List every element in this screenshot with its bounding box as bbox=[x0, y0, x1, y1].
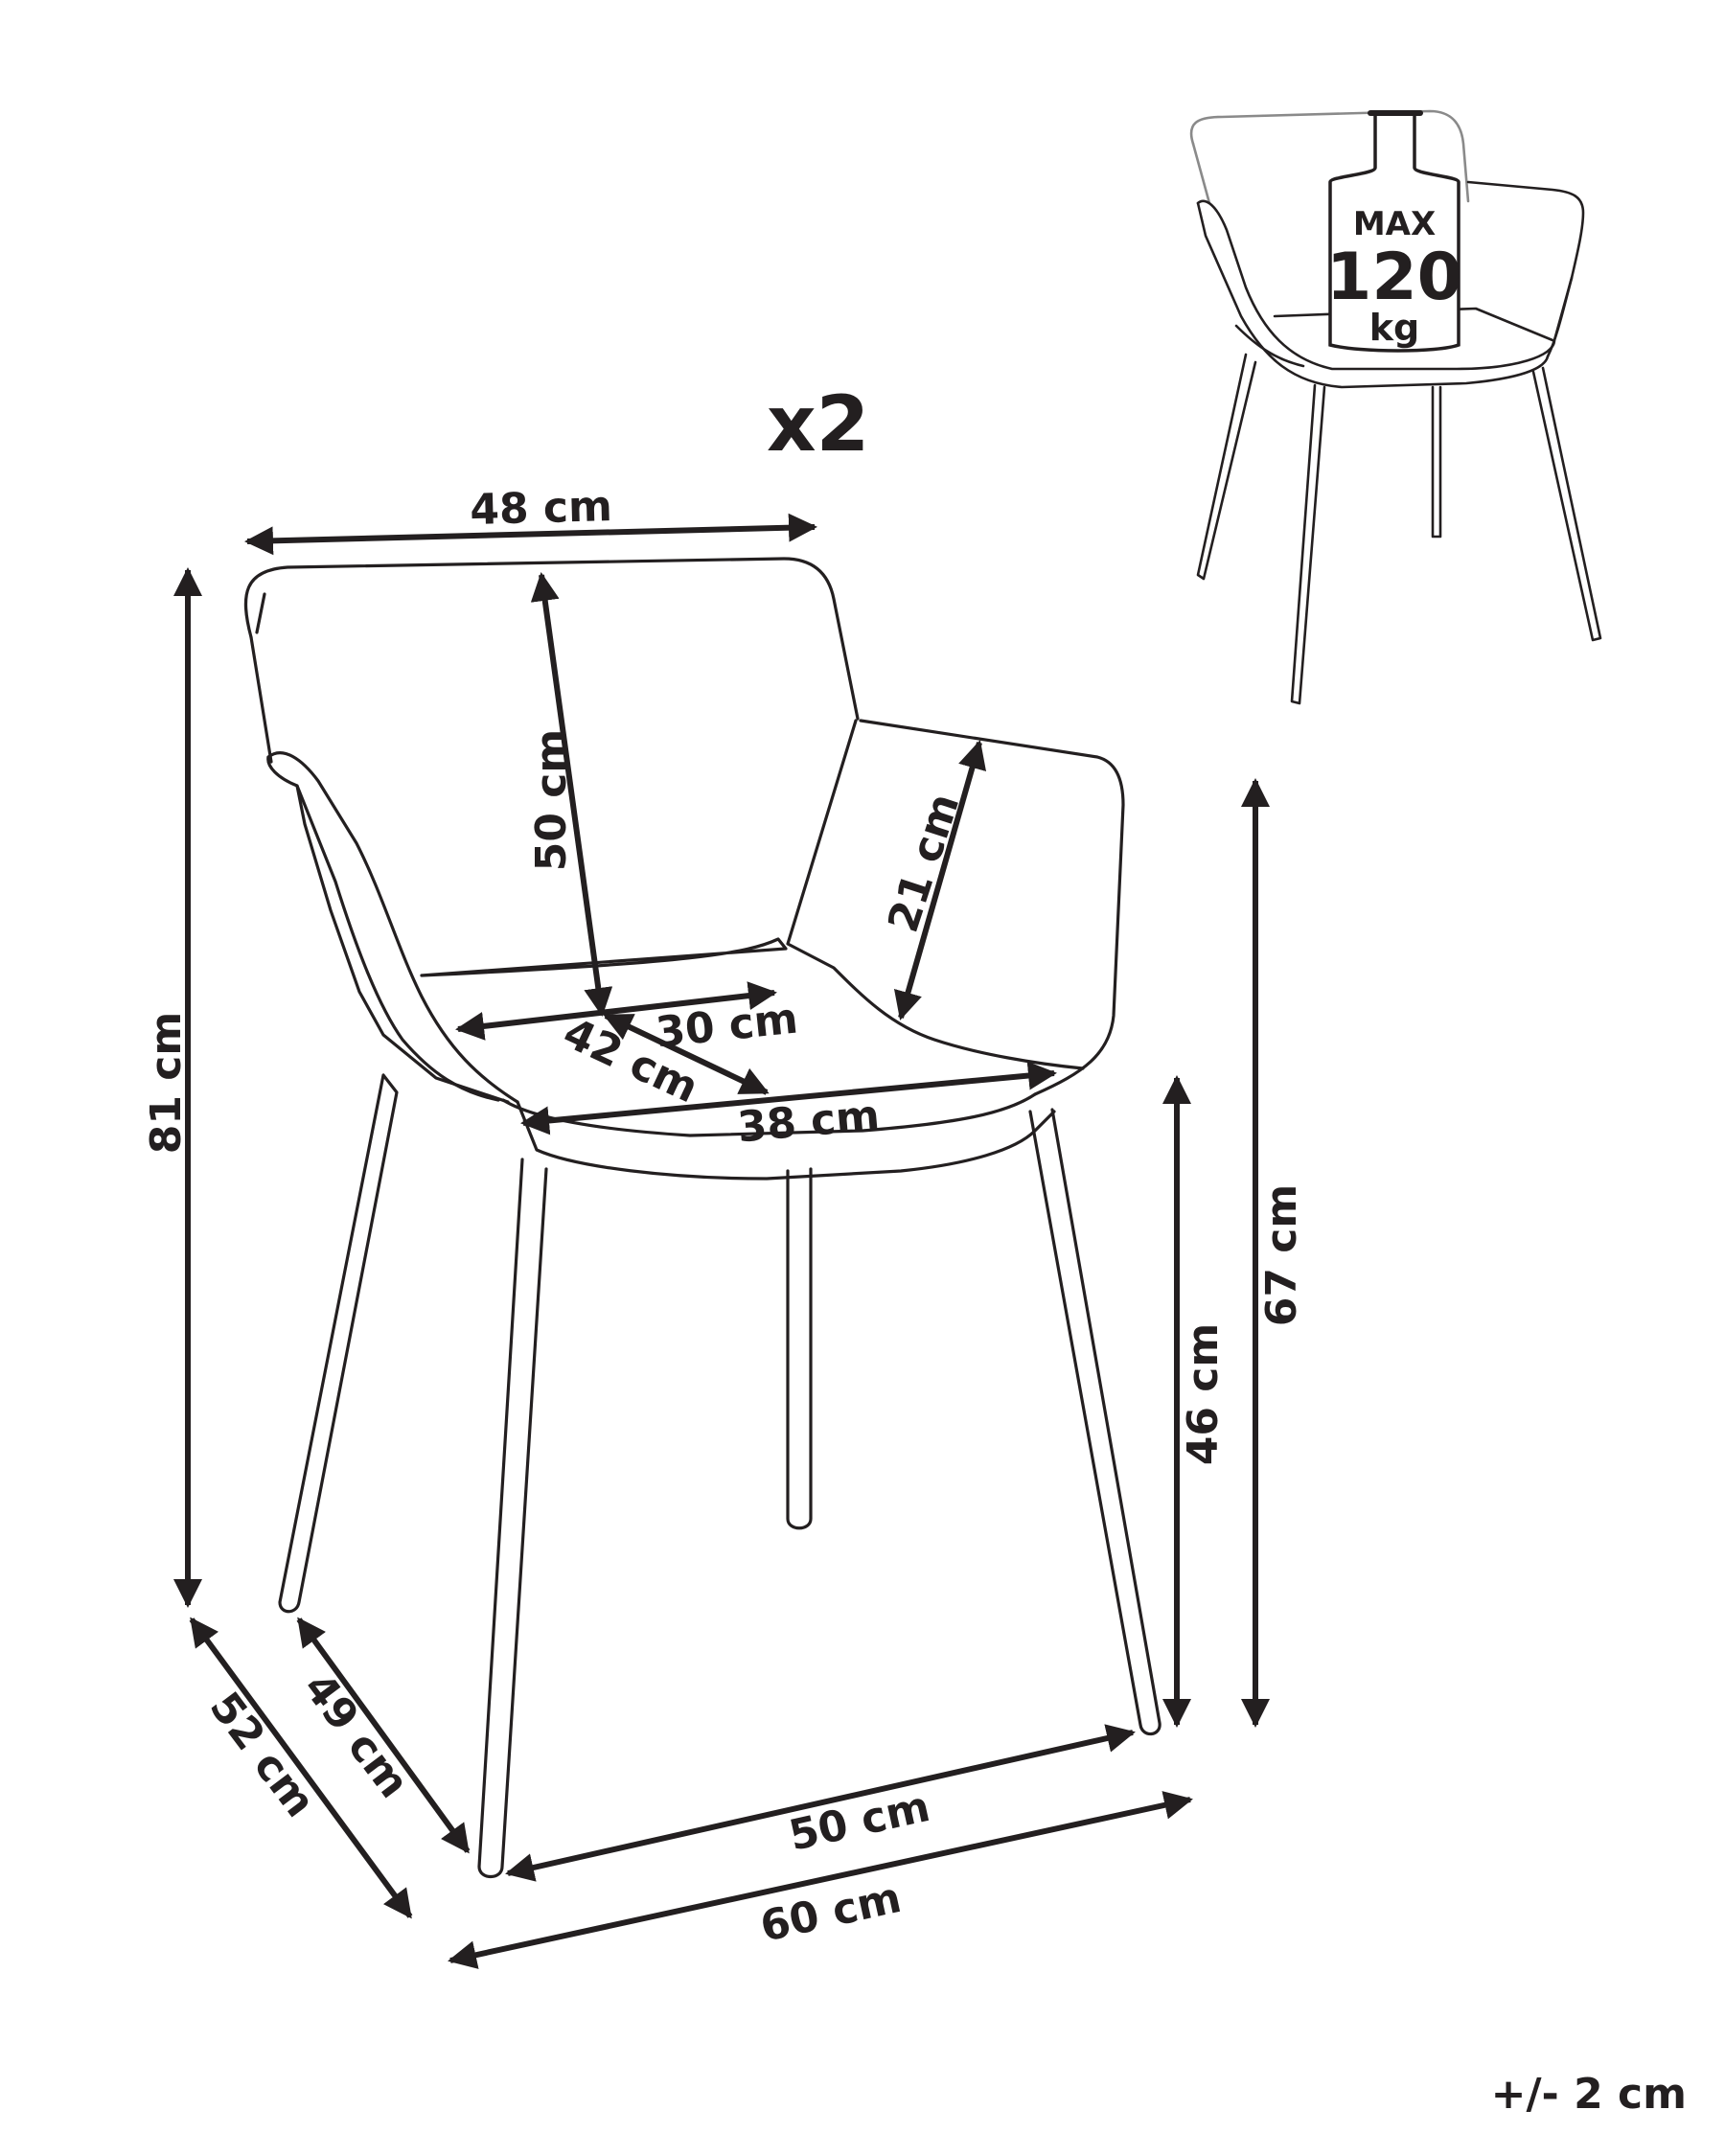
armrest-height-label: 21 cm bbox=[879, 788, 969, 938]
load-capacity-illustration: MAX 120 kg bbox=[1189, 109, 1602, 705]
weight-icon bbox=[1328, 111, 1460, 353]
armrest-floor-height-label: 67 cm bbox=[1257, 1184, 1306, 1326]
back-height-label: 50 cm bbox=[527, 729, 576, 871]
arrow-armrest-height bbox=[893, 740, 987, 1021]
seat-height-label: 46 cm bbox=[1179, 1323, 1228, 1465]
total-height-label: 81 cm bbox=[142, 1012, 191, 1154]
dimension-arrows bbox=[173, 513, 1270, 1969]
tolerance-label: +/- 2 cm bbox=[1491, 2070, 1687, 2119]
quantity-label: x2 bbox=[767, 379, 869, 469]
max-label: MAX bbox=[1353, 205, 1436, 243]
arrow-total-width bbox=[448, 1791, 1193, 1969]
top-width-label: 48 cm bbox=[470, 482, 613, 535]
max-load-unit: kg bbox=[1369, 307, 1419, 349]
arrow-seat-back-width bbox=[455, 981, 777, 1041]
arrow-top-width bbox=[244, 513, 817, 556]
max-load-value: 120 bbox=[1326, 240, 1462, 315]
arrow-back-height bbox=[530, 572, 613, 1017]
arrow-seat-front-width bbox=[520, 1061, 1057, 1135]
arrow-leg-depth bbox=[296, 1617, 471, 1854]
chair-drawing bbox=[243, 557, 1162, 1879]
total-width-label: 60 cm bbox=[756, 1873, 906, 1952]
